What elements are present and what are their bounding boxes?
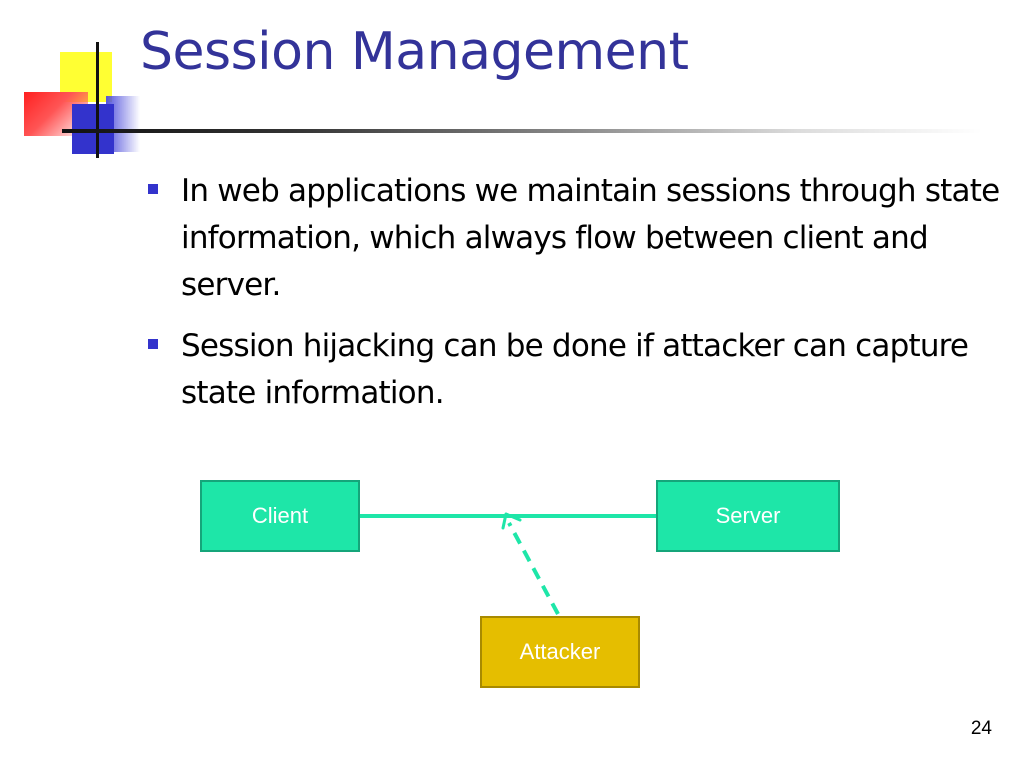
slide-title: Session Management (140, 22, 689, 82)
square-bullet-icon (148, 339, 158, 349)
square-bullet-icon (148, 184, 158, 194)
bullet-item: In web applications we maintain sessions… (140, 168, 1000, 309)
bullet-text: In web applications we maintain sessions… (181, 173, 1000, 303)
client-node: Client (200, 480, 360, 552)
attacker-intercept-arrow (507, 522, 560, 615)
slide-logo-decoration (0, 0, 160, 170)
page-number: 24 (970, 718, 992, 739)
server-node: Server (656, 480, 840, 552)
vertical-rule-decoration (96, 42, 99, 158)
title-underline-rule (62, 129, 982, 133)
bullet-list: In web applications we maintain sessions… (140, 168, 1000, 431)
arrowhead-icon (501, 512, 522, 530)
bullet-text: Session hijacking can be done if attacke… (181, 328, 969, 411)
bullet-item: Session hijacking can be done if attacke… (140, 323, 1000, 417)
attacker-node: Attacker (480, 616, 640, 688)
